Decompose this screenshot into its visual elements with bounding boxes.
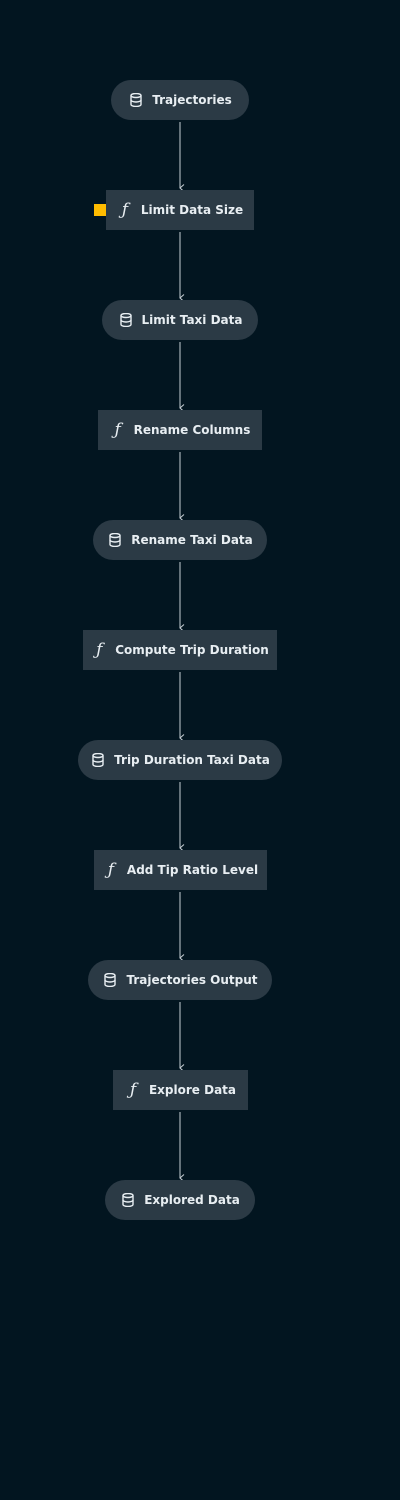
function-icon: ƒ	[121, 200, 129, 220]
node-label: Explored Data	[144, 1193, 240, 1207]
function-icon: ƒ	[129, 1080, 137, 1100]
node-label: Explore Data	[148, 1083, 236, 1097]
node-label: Limit Data Size	[140, 203, 244, 217]
node-label: Limit Taxi Data	[141, 313, 243, 327]
selected-node-marker	[94, 204, 106, 216]
database-icon	[90, 752, 106, 768]
database-icon	[102, 972, 118, 988]
node-limit-taxi-data[interactable]: Limit Taxi Data	[102, 300, 258, 340]
database-icon	[120, 1192, 136, 1208]
function-icon: ƒ	[107, 860, 115, 880]
node-label: Trajectories Output	[126, 973, 258, 987]
database-icon	[118, 312, 134, 328]
node-label: Trip Duration Taxi Data	[114, 753, 270, 767]
node-explore-data[interactable]: ƒ Explore Data	[113, 1070, 248, 1110]
node-label: Trajectories	[152, 93, 232, 107]
node-rename-columns[interactable]: ƒ Rename Columns	[98, 410, 262, 450]
node-limit-data-size[interactable]: ƒ Limit Data Size	[106, 190, 254, 230]
node-trip-duration-taxi-data[interactable]: Trip Duration Taxi Data	[78, 740, 282, 780]
node-rename-taxi-data[interactable]: Rename Taxi Data	[93, 520, 267, 560]
node-label: Rename Taxi Data	[131, 533, 253, 547]
function-icon: ƒ	[96, 640, 103, 660]
node-explored-data[interactable]: Explored Data	[105, 1180, 255, 1220]
node-label: Compute Trip Duration	[115, 643, 269, 657]
database-icon	[107, 532, 123, 548]
node-label: Rename Columns	[133, 423, 251, 437]
function-icon: ƒ	[114, 420, 121, 440]
node-compute-trip-duration[interactable]: ƒ Compute Trip Duration	[83, 630, 277, 670]
node-label: Add Tip Ratio Level	[126, 863, 259, 877]
node-trajectories[interactable]: Trajectories	[111, 80, 249, 120]
database-icon	[128, 92, 144, 108]
node-add-tip-ratio-level[interactable]: ƒ Add Tip Ratio Level	[94, 850, 267, 890]
node-trajectories-output[interactable]: Trajectories Output	[88, 960, 272, 1000]
